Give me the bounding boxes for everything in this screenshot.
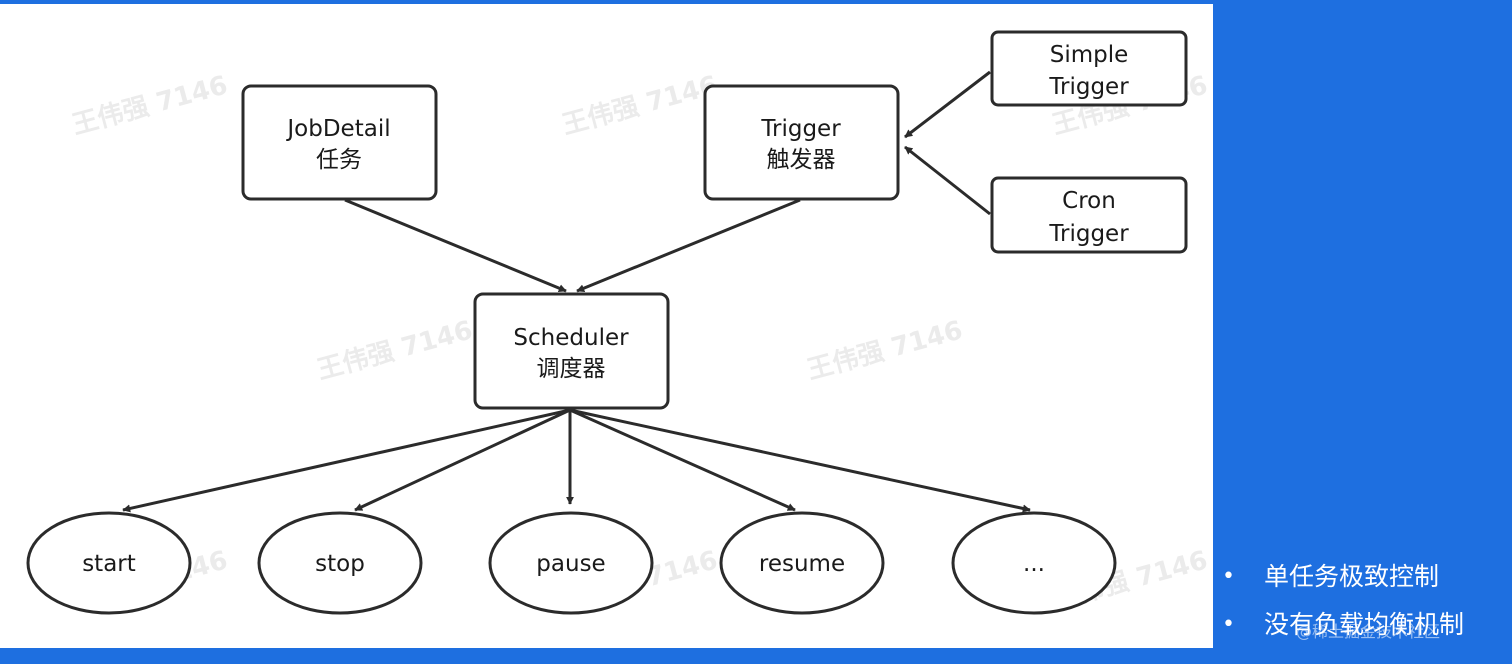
footer-watermark: @稀土掘金技术社区	[1296, 622, 1441, 641]
node-more: ...	[951, 511, 1117, 615]
watermark: 王伟强 7146	[314, 316, 476, 386]
jobdetail-label-2: 任务	[316, 147, 362, 173]
node-stop: stop	[257, 511, 423, 615]
bullet-item: 单任务极致控制	[1222, 556, 1464, 604]
simple-trigger-label-2: Trigger	[1048, 74, 1129, 100]
trigger-label-2: 触发器	[767, 147, 836, 173]
watermark: 王伟强 7146	[804, 316, 966, 386]
node-scheduler: Scheduler 调度器	[473, 292, 670, 410]
edge-trigger-scheduler	[576, 198, 801, 293]
scheduler-label-1: Scheduler	[513, 325, 629, 351]
node-cron-trigger: Cron Trigger	[990, 176, 1188, 254]
action-label-pause: pause	[536, 551, 605, 577]
simple-trigger-label-1: Simple	[1050, 42, 1129, 68]
watermark: 王伟强 7146	[559, 71, 721, 141]
node-trigger: Trigger 触发器	[703, 84, 900, 201]
cron-trigger-label-1: Cron	[1062, 188, 1116, 214]
action-label-more: ...	[1023, 551, 1045, 577]
trigger-label-1: Trigger	[760, 116, 841, 142]
node-pause: pause	[488, 511, 654, 615]
edge-cron-trigger	[904, 145, 991, 216]
edge-scheduler-stop	[354, 408, 571, 512]
edge-jobdetail-scheduler	[344, 198, 567, 293]
edge-scheduler-start	[122, 408, 571, 513]
action-label-resume: resume	[759, 551, 845, 577]
edges	[122, 70, 1031, 513]
edge-scheduler-resume	[569, 408, 796, 512]
node-jobdetail: JobDetail 任务	[241, 84, 438, 201]
bullet-item: 没有负载均衡机制	[1222, 604, 1464, 652]
action-label-start: start	[82, 551, 136, 577]
quartz-diagram: 王伟强 7146 王伟强 7146 王伟强 7146 王伟强 7146 王伟强 …	[26, 30, 1211, 616]
bullet-list: 单任务极致控制 没有负载均衡机制	[1222, 556, 1464, 652]
node-simple-trigger: Simple Trigger	[990, 30, 1188, 107]
edge-scheduler-more	[569, 408, 1031, 513]
edge-simple-trigger	[904, 70, 991, 139]
cron-trigger-label-2: Trigger	[1048, 221, 1129, 247]
slide-canvas: 王伟强 7146 王伟强 7146 王伟强 7146 王伟强 7146 王伟强 …	[0, 4, 1213, 648]
scheduler-label-2: 调度器	[537, 356, 606, 382]
action-label-stop: stop	[315, 551, 365, 577]
jobdetail-label-1: JobDetail	[285, 116, 390, 142]
node-start: start	[26, 511, 192, 615]
node-resume: resume	[719, 511, 885, 615]
watermark: 王伟强 7146	[69, 71, 231, 141]
